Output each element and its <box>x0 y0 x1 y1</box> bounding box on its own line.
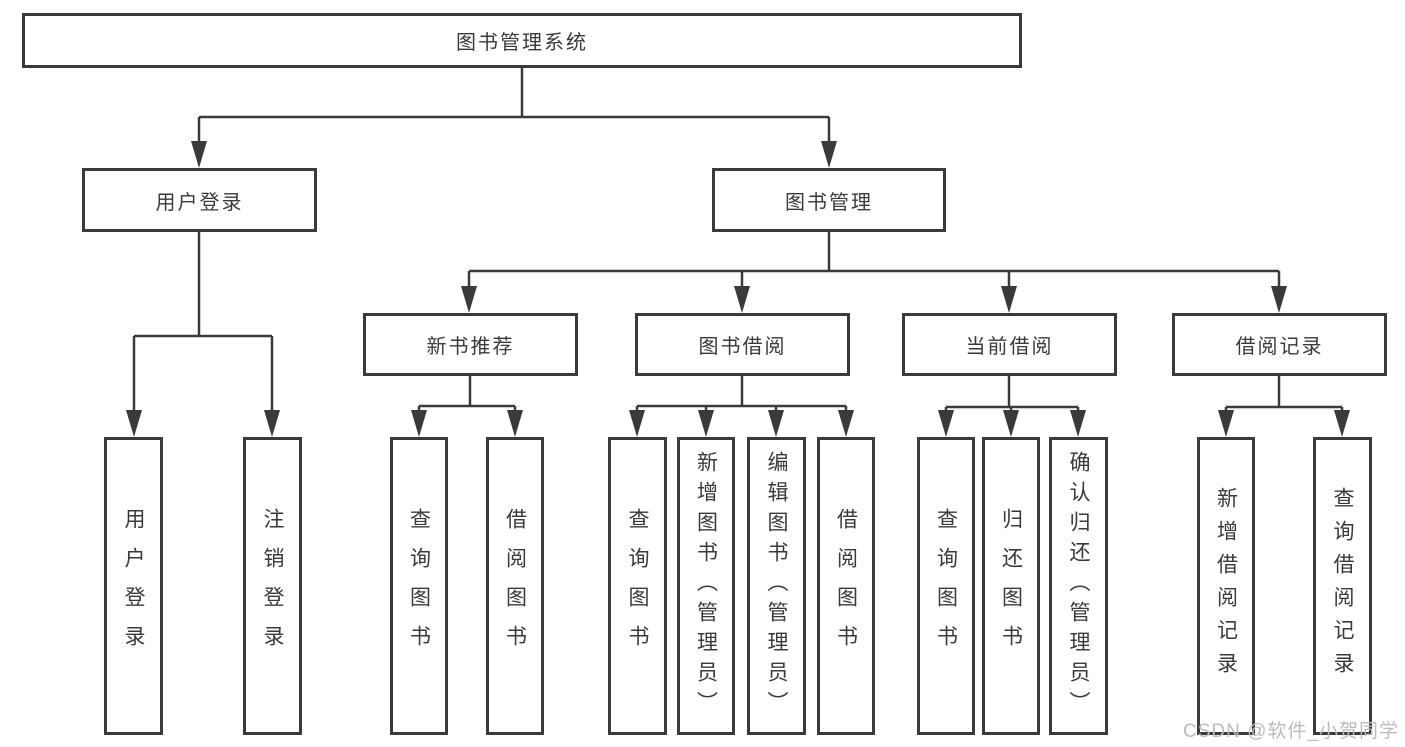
leaf-record-add-label: 新增借阅记录 <box>1214 487 1238 685</box>
leaf-logout: 注销登录 <box>243 437 302 735</box>
leaf-record-query-label: 查询借阅记录 <box>1331 487 1354 685</box>
leaf-borrow-borrow: 借阅图书 <box>817 437 875 735</box>
leaf-logout-label: 注销登录 <box>261 508 284 664</box>
leaf-newbook-borrow-label: 借阅图书 <box>503 508 527 664</box>
leaf-current-confirm-admin: 确认归还（管理员） <box>1049 437 1108 735</box>
leaf-newbook-query-label: 查询图书 <box>407 508 431 664</box>
watermark: CSDN @软件_小贺同学 <box>1183 721 1399 742</box>
leaf-borrow-add-admin-label: 新增图书（管理员） <box>694 451 718 721</box>
node-book-management: 图书管理 <box>712 168 946 232</box>
leaf-record-add: 新增借阅记录 <box>1197 437 1255 735</box>
leaf-borrow-add-admin: 新增图书（管理员） <box>677 437 735 735</box>
node-book-borrow: 图书借阅 <box>635 313 850 376</box>
leaf-borrow-edit-admin: 编辑图书（管理员） <box>747 437 806 735</box>
node-current-borrow: 当前借阅 <box>902 313 1117 376</box>
leaf-newbook-borrow: 借阅图书 <box>486 437 544 735</box>
node-borrow-record: 借阅记录 <box>1172 313 1387 376</box>
node-new-book-recommend: 新书推荐 <box>363 313 578 376</box>
leaf-user-login-label: 用户登录 <box>122 508 145 664</box>
leaf-current-confirm-admin-label: 确认归还（管理员） <box>1067 451 1090 721</box>
node-user-login: 用户登录 <box>82 168 317 232</box>
leaf-current-query-label: 查询图书 <box>934 508 958 664</box>
leaf-user-login: 用户登录 <box>104 437 163 735</box>
leaf-borrow-borrow-label: 借阅图书 <box>834 508 858 664</box>
leaf-current-query: 查询图书 <box>917 437 975 735</box>
leaf-borrow-query: 查询图书 <box>608 437 667 735</box>
leaf-newbook-query: 查询图书 <box>390 437 448 735</box>
node-root: 图书管理系统 <box>22 13 1022 68</box>
leaf-record-query: 查询借阅记录 <box>1313 437 1372 735</box>
leaf-borrow-query-label: 查询图书 <box>626 508 649 664</box>
leaf-borrow-edit-admin-label: 编辑图书（管理员） <box>765 451 788 721</box>
leaf-current-return: 归还图书 <box>982 437 1040 735</box>
leaf-current-return-label: 归还图书 <box>999 508 1023 664</box>
